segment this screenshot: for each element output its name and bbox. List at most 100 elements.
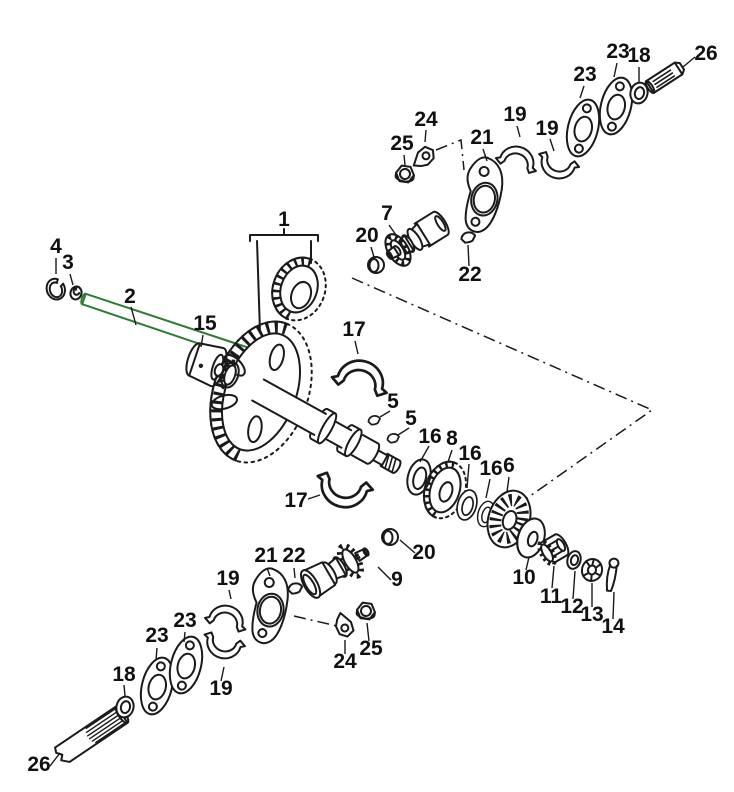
assembly-axis-line	[351, 277, 654, 507]
leader-14	[612, 591, 615, 620]
callout-22-top-label: 22	[458, 263, 481, 286]
leader-6	[506, 476, 510, 493]
leader-20-bottom	[399, 539, 416, 554]
callout-17-lower-label: 17	[284, 489, 307, 512]
callout-20-bottom-label: 20	[412, 541, 435, 564]
callout-23-bottom-r-label: 23	[173, 609, 196, 632]
part-25-nut-top	[394, 164, 416, 184]
part-1-gear-shaft	[251, 378, 403, 475]
callout-11-label: 11	[540, 585, 563, 608]
leader-19-bottom-up	[228, 589, 232, 600]
part-12-washer	[566, 550, 582, 570]
leader-17-lower	[307, 494, 321, 500]
part-25-nut-bottom	[355, 601, 377, 621]
leader-11	[551, 565, 555, 589]
callout-19-top-a-label: 19	[503, 103, 526, 126]
part-22-key-top	[459, 230, 477, 245]
leader-16-a	[419, 445, 430, 463]
leader-21-top	[482, 148, 488, 162]
part-24-lock-plate-bottom	[333, 611, 358, 639]
leader-22-bottom	[293, 567, 296, 579]
link-line-24-top	[435, 138, 465, 171]
construction-lines	[293, 138, 654, 630]
leader-lines	[49, 56, 696, 767]
callout-25-bottom-label: 25	[359, 637, 383, 660]
part-9-camshaft	[299, 543, 370, 599]
callout-21-bottom-label: 21	[254, 544, 278, 567]
callout-2-label: 2	[124, 285, 136, 308]
part-22-key-bottom	[286, 581, 304, 596]
callout-23-top-a-label: 23	[573, 63, 596, 86]
callout-19-bottom-up-label: 19	[216, 567, 239, 590]
callout-labels: 4 3 2 15 1 17 17 5 5 16 8 16 16 6 10 11 …	[27, 40, 717, 776]
callout-5-a-label: 5	[387, 390, 399, 413]
leader-9	[377, 566, 392, 581]
callout-18-top-label: 18	[627, 44, 651, 67]
part-20-cup-bottom	[381, 528, 399, 546]
callout-8-label: 8	[446, 427, 458, 450]
callout-21-top-label: 21	[470, 126, 494, 149]
callout-12-label: 12	[560, 595, 583, 618]
callout-23-top-b-label: 23	[606, 40, 629, 63]
part-17-bearing-shell-lower	[310, 469, 376, 515]
leader-23-top-a	[579, 85, 585, 99]
callout-16-b-label: 16	[458, 442, 481, 465]
callout-18-bottom-label: 18	[112, 663, 136, 686]
callout-10-label: 10	[512, 566, 535, 589]
part-8-gear	[422, 460, 468, 520]
leader-16-b	[466, 463, 470, 489]
callout-16-c-label: 16	[479, 457, 502, 480]
part-23-gasket-top-a	[560, 95, 606, 161]
callout-20-top-label: 20	[355, 224, 378, 247]
leader-16-c	[485, 478, 491, 499]
part-1-hub-stub	[213, 363, 225, 377]
callout-15-label: 15	[193, 312, 217, 335]
leader-5-b	[397, 427, 410, 436]
part-1-drive-pinion	[271, 256, 327, 322]
callout-26-bottom-label: 26	[27, 753, 50, 776]
leader-26-top	[682, 56, 696, 68]
part-21-flange-bottom	[242, 564, 294, 648]
callout-24-bottom-label: 24	[333, 650, 357, 673]
part-19-bearing-shell-top-a	[493, 139, 543, 176]
leader-26-bottom	[49, 752, 61, 767]
part-5-woodruff-key-a	[366, 414, 382, 427]
part-3-ring	[69, 285, 83, 301]
part-26-stub-shaft-top	[644, 61, 686, 95]
leader-19-top-b	[549, 138, 555, 152]
part-13-slotted-nut	[580, 558, 604, 583]
leader-2	[130, 306, 137, 326]
part-24-lock-plate-top	[409, 144, 437, 169]
leader-12	[572, 570, 576, 600]
leader-20-top	[370, 246, 375, 258]
part-4-circlip	[45, 277, 66, 301]
callout-24-top-label: 24	[414, 108, 438, 131]
leader-23-bottom-r	[183, 631, 186, 643]
callout-25-top-label: 25	[390, 132, 414, 155]
callout-16-a-label: 16	[418, 425, 441, 448]
part-23-gasket-top-b	[593, 73, 639, 139]
callout-26-top-label: 26	[694, 42, 717, 65]
leader-25-top	[403, 154, 406, 166]
part-14-cotter-pin	[605, 557, 620, 592]
leader-18-bottom	[123, 684, 126, 697]
part-7-camshaft	[384, 209, 451, 267]
leader-15	[200, 334, 204, 348]
leader-3	[69, 273, 74, 286]
leader-24-top	[424, 129, 427, 143]
callout-22-bottom-label: 22	[282, 544, 305, 567]
callout-7-label: 7	[381, 202, 393, 225]
part-20-cup-top	[367, 256, 385, 274]
callout-6-label: 6	[503, 454, 515, 477]
leader-17-upper	[354, 340, 359, 355]
callout-19-top-b-label: 19	[535, 117, 558, 140]
part-19-bearing-shell-bottom-lo	[198, 629, 248, 665]
leader-22-top	[467, 244, 470, 267]
callout-14-label: 14	[601, 615, 625, 638]
callout-1-label: 1	[278, 208, 290, 231]
callout-19-bottom-lo-label: 19	[209, 677, 232, 700]
leader-23-top-b	[613, 62, 618, 78]
part-19-bearing-shell-bottom-up	[202, 599, 252, 635]
